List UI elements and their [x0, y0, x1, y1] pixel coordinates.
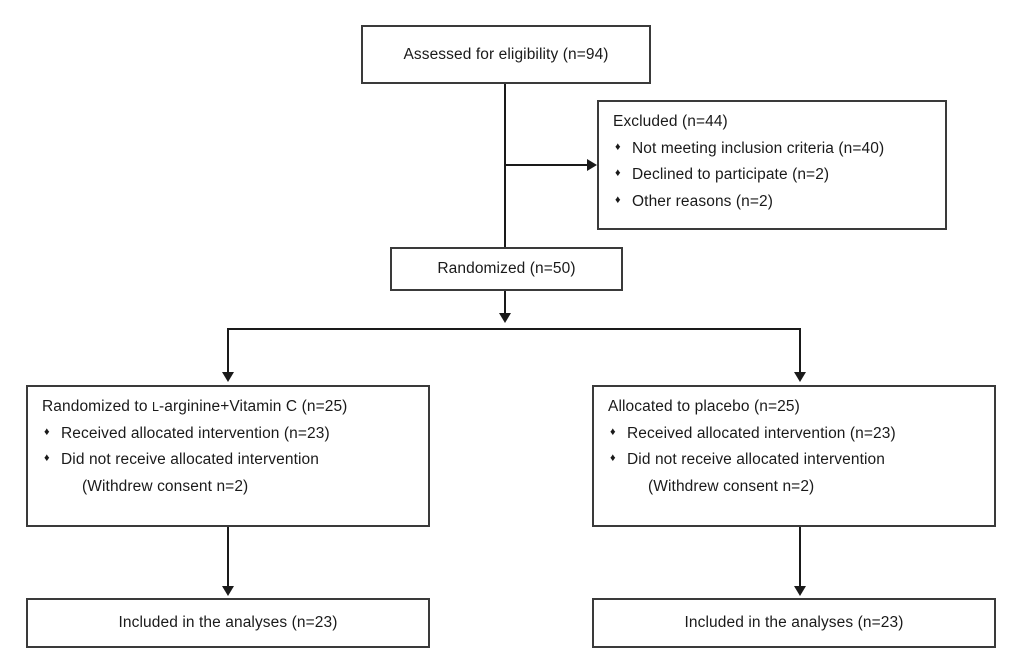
connector-allocation-left-arrowhead — [222, 372, 234, 382]
allocation-treatment-item-subline: (Withdrew consent n=2) — [82, 477, 249, 495]
connector-randomized-arrowhead — [499, 313, 511, 323]
allocation-treatment-item-label: Did not receive allocated intervention — [61, 451, 319, 468]
excluded-reason-label: Declined to participate (n=2) — [632, 166, 830, 183]
diamond-bullet-icon: ♦ — [44, 425, 50, 438]
excluded-reason-label: Other reasons (n=2) — [632, 192, 774, 210]
connector-excluded-line — [504, 164, 589, 166]
node-excluded: Excluded (n=44) ♦ Not meeting inclusion … — [597, 100, 947, 230]
excluded-reason-item: ♦ Not meeting inclusion criteria (n=40) — [613, 139, 945, 157]
assessed-for-eligibility-label: Assessed for eligibility (n=94) — [403, 45, 609, 63]
connector-randomized-stem — [504, 291, 506, 315]
connector-analysis-right-stem — [799, 527, 801, 588]
diamond-bullet-icon: ♦ — [615, 193, 621, 206]
node-assessed-for-eligibility: Assessed for eligibility (n=94) — [361, 25, 651, 84]
excluded-reason-label: Not meeting inclusion criteria (n=40) — [632, 139, 885, 157]
allocation-treatment-heading-suffix: -arginine+Vitamin C (n=25) — [159, 398, 348, 415]
allocation-placebo-heading: Allocated to placebo (n=25) — [608, 398, 800, 415]
connector-analysis-left-arrowhead — [222, 586, 234, 596]
connector-allocation-left-drop — [227, 328, 229, 373]
node-analysis-placebo: Included in the analyses (n=23) — [592, 598, 996, 648]
connector-excluded-arrowhead — [587, 159, 597, 171]
excluded-reason-list: ♦ Not meeting inclusion criteria (n=40) … — [613, 139, 945, 210]
randomized-label: Randomized (n=50) — [437, 260, 576, 278]
node-analysis-treatment: Included in the analyses (n=23) — [26, 598, 430, 648]
diamond-bullet-icon: ♦ — [44, 452, 50, 464]
connector-analysis-right-arrowhead — [794, 586, 806, 596]
allocation-placebo-list: ♦ Received allocated intervention (n=23)… — [608, 424, 994, 495]
diamond-bullet-icon: ♦ — [610, 425, 616, 438]
excluded-heading: Excluded (n=44) — [613, 113, 728, 130]
allocation-treatment-item-label: Received allocated intervention (n=23) — [61, 424, 330, 442]
diamond-bullet-icon: ♦ — [615, 167, 621, 179]
diamond-bullet-icon: ♦ — [610, 452, 616, 464]
allocation-treatment-heading-prefix: Randomized to — [42, 398, 152, 415]
node-allocation-treatment: Randomized to L-arginine+Vitamin C (n=25… — [26, 385, 430, 527]
excluded-reason-item: ♦ Other reasons (n=2) — [613, 192, 945, 210]
analysis-treatment-label: Included in the analyses (n=23) — [118, 614, 338, 632]
allocation-placebo-item-label: Received allocated intervention (n=23) — [627, 424, 896, 442]
connector-allocation-split-bar — [227, 328, 801, 330]
allocation-treatment-item: ♦ Received allocated intervention (n=23) — [42, 424, 428, 442]
allocation-treatment-item: ♦ Did not receive allocated intervention… — [42, 452, 428, 494]
allocation-placebo-item-label: Did not receive allocated intervention — [627, 451, 885, 468]
excluded-reason-item: ♦ Declined to participate (n=2) — [613, 167, 945, 183]
connector-allocation-right-arrowhead — [794, 372, 806, 382]
allocation-placebo-item-subline: (Withdrew consent n=2) — [648, 477, 815, 495]
connector-analysis-left-stem — [227, 527, 229, 588]
diamond-bullet-icon: ♦ — [615, 140, 621, 153]
allocation-treatment-list: ♦ Received allocated intervention (n=23)… — [42, 424, 428, 495]
analysis-placebo-label: Included in the analyses (n=23) — [684, 614, 904, 632]
node-allocation-placebo: Allocated to placebo (n=25) ♦ Received a… — [592, 385, 996, 527]
allocation-placebo-item: ♦ Received allocated intervention (n=23) — [608, 424, 994, 442]
allocation-treatment-heading-smallcap: L — [151, 400, 160, 414]
connector-allocation-right-drop — [799, 328, 801, 373]
allocation-placebo-item: ♦ Did not receive allocated intervention… — [608, 452, 994, 494]
node-randomized: Randomized (n=50) — [390, 247, 623, 291]
allocation-treatment-heading: Randomized to L-arginine+Vitamin C (n=25… — [42, 399, 428, 415]
